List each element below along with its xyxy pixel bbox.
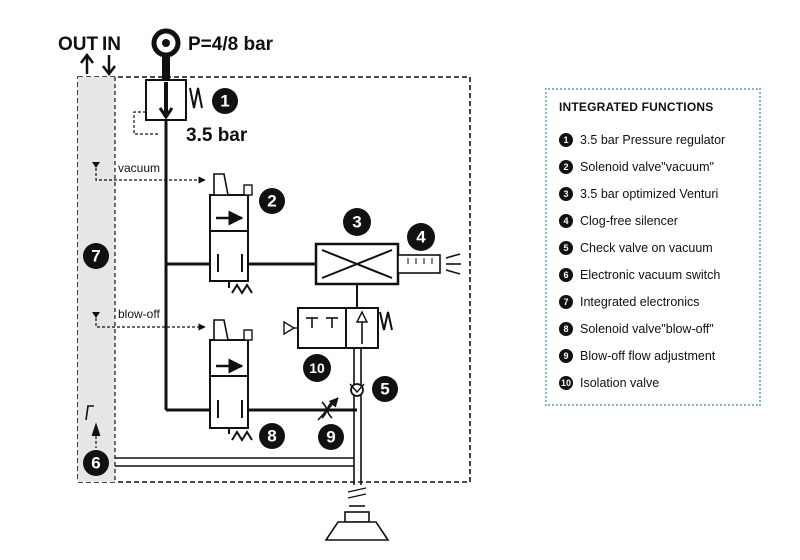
legend-item: 4 Clog-free silencer — [559, 207, 759, 234]
vacuum-label: vacuum — [118, 161, 160, 175]
legend-item-label: 3.5 bar Pressure regulator — [580, 132, 726, 147]
legend-number-badge: 3 — [559, 186, 573, 201]
callout-6: 6 — [83, 450, 109, 476]
silencer — [397, 253, 461, 275]
in-arrow-icon — [102, 55, 116, 77]
callout-7: 7 — [83, 243, 109, 269]
electronics-column — [78, 77, 115, 482]
legend-number-badge: 8 — [559, 321, 573, 336]
svg-text:3: 3 — [352, 213, 361, 232]
vacuum-pilot-line — [92, 162, 206, 184]
legend-item-label: Clog-free silencer — [580, 213, 678, 228]
legend-number-badge: 4 — [559, 213, 573, 228]
callout-10: 10 — [303, 354, 331, 382]
legend-number-badge: 6 — [559, 267, 573, 282]
out-label: OUT — [58, 34, 99, 55]
callout-2: 2 — [259, 188, 285, 214]
module-boundary — [77, 76, 471, 483]
svg-text:1: 1 — [220, 92, 229, 111]
legend-item-label: 3.5 bar optimized Venturi — [580, 186, 719, 201]
legend-item: 6 Electronic vacuum switch — [559, 261, 759, 288]
legend-item: 3 3.5 bar optimized Venturi — [559, 180, 759, 207]
callout-5: 5 — [372, 376, 398, 402]
flow-adjustment — [317, 397, 339, 421]
legend-item-label: Check valve on vacuum — [580, 240, 713, 255]
callout-1: 1 — [212, 88, 238, 114]
legend-number-badge: 10 — [559, 375, 573, 390]
svg-text:7: 7 — [91, 247, 100, 266]
callout-8: 8 — [259, 423, 285, 449]
regulator-setting-label: 3.5 bar — [186, 125, 248, 146]
legend-number-badge: 2 — [559, 159, 573, 174]
legend-number-badge: 1 — [559, 132, 573, 147]
callout-4: 4 — [407, 223, 435, 251]
pressure-regulator — [133, 79, 203, 135]
legend-panel: INTEGRATED FUNCTIONS 1 3.5 bar Pressure r… — [545, 88, 761, 406]
legend-title: INTEGRATED FUNCTIONS — [559, 100, 714, 114]
isolation-valve — [283, 307, 393, 349]
suction-cup-icon — [324, 505, 390, 541]
legend-item: 9 Blow-off flow adjustment — [559, 342, 759, 369]
callout-3: 3 — [343, 208, 371, 236]
legend-item-label: Solenoid valve"blow-off" — [580, 321, 714, 336]
legend-item-label: Isolation valve — [580, 375, 660, 390]
vacuum-switch-symbol — [85, 405, 101, 448]
svg-text:10: 10 — [309, 360, 325, 376]
svg-text:9: 9 — [326, 428, 335, 447]
solenoid-valve-vacuum — [209, 173, 253, 295]
legend-item-label: Integrated electronics — [580, 294, 700, 309]
pressure-label: P=4/8 bar — [188, 34, 274, 55]
svg-text:2: 2 — [267, 192, 276, 211]
legend-item: 1 3.5 bar Pressure regulator — [559, 126, 759, 153]
legend-item: 5 Check valve on vacuum — [559, 234, 759, 261]
callout-9: 9 — [318, 424, 344, 450]
svg-text:4: 4 — [416, 228, 426, 247]
pressure-port-icon — [151, 28, 181, 58]
legend-item-label: Blow-off flow adjustment — [580, 348, 716, 363]
legend-number-badge: 5 — [559, 240, 573, 255]
in-label: IN — [102, 34, 121, 55]
legend-item-label: Electronic vacuum switch — [580, 267, 721, 282]
svg-text:6: 6 — [91, 454, 100, 473]
legend-item: 8 Solenoid valve"blow-off" — [559, 315, 759, 342]
venturi — [314, 242, 400, 286]
pneumatic-schematic: OUT IN P=4/8 bar 3.5 bar — [58, 28, 471, 541]
out-arrow-icon — [80, 52, 94, 74]
legend-item: 7 Integrated electronics — [559, 288, 759, 315]
solenoid-valve-blow-off — [209, 319, 253, 442]
legend-item: 2 Solenoid valve"vacuum" — [559, 153, 759, 180]
blow-off-pilot-line — [92, 312, 206, 331]
svg-text:5: 5 — [380, 380, 389, 399]
legend-number-badge: 9 — [559, 348, 573, 363]
legend-item: 10 Isolation valve — [559, 369, 759, 396]
legend-number-badge: 7 — [559, 294, 573, 309]
blow-off-label: blow-off — [118, 307, 160, 321]
check-valve — [349, 383, 365, 397]
svg-text:8: 8 — [267, 427, 276, 446]
legend-item-label: Solenoid valve"vacuum" — [580, 159, 714, 174]
